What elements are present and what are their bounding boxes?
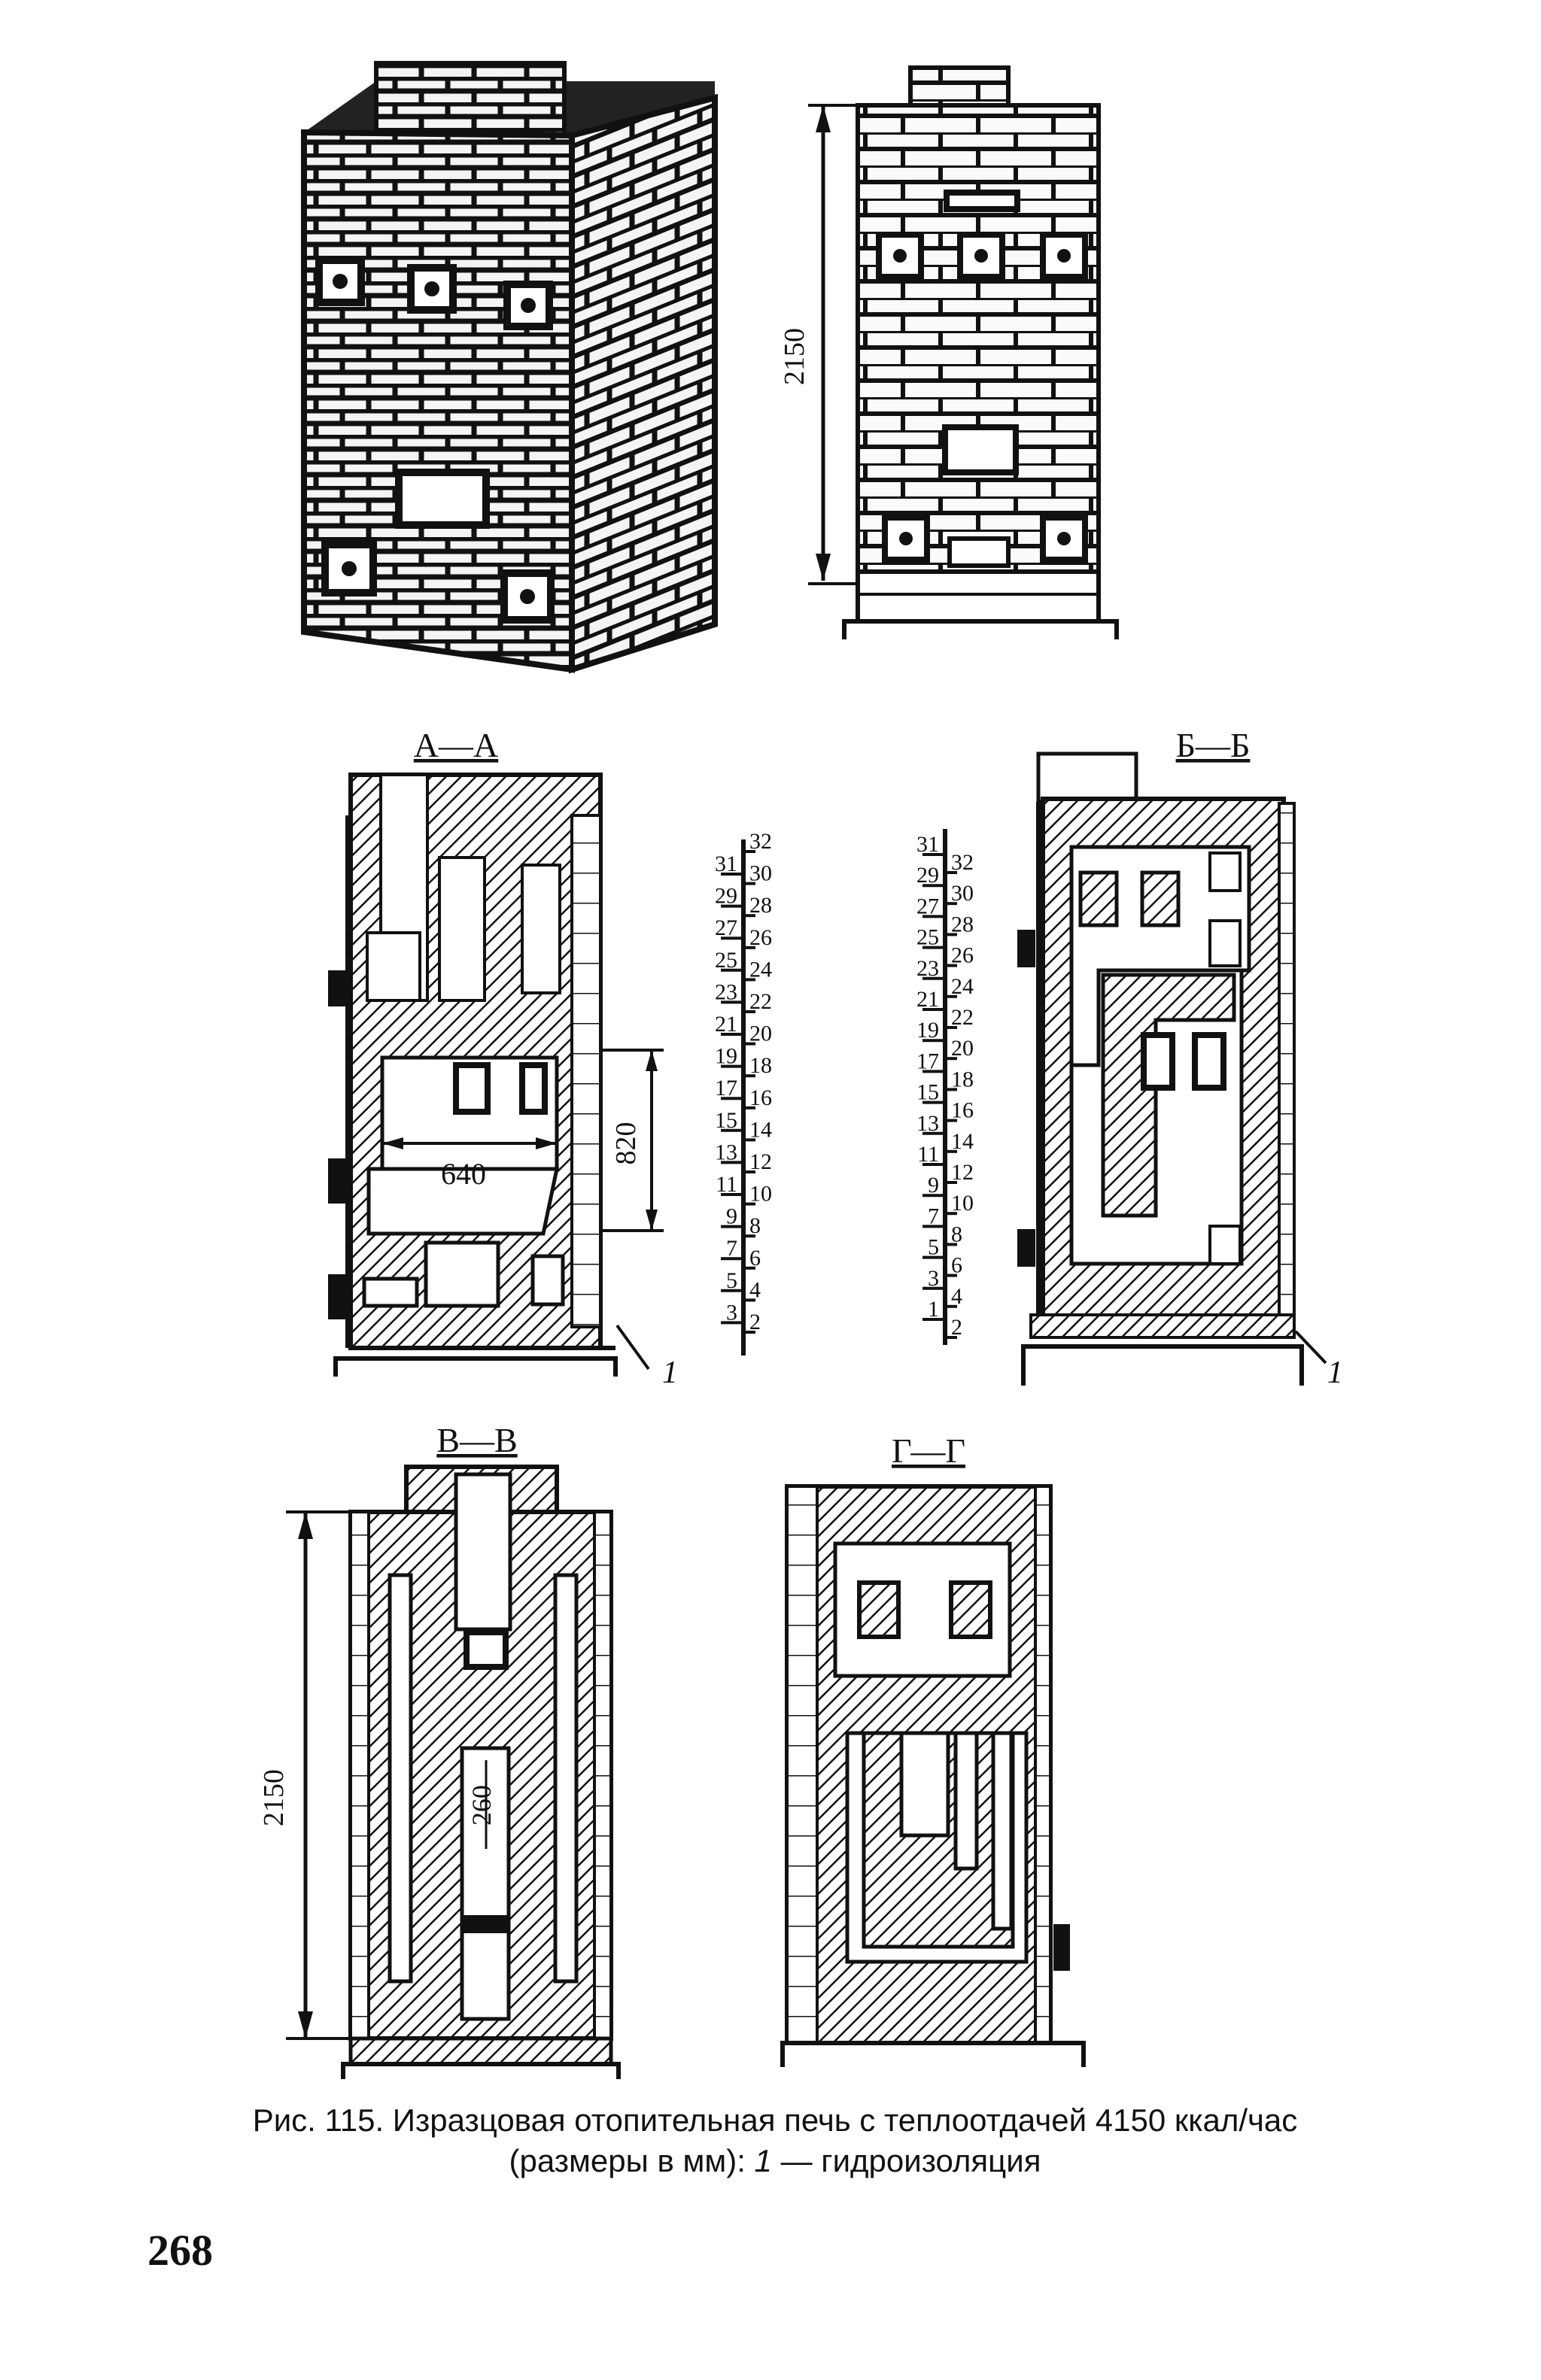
- row-number: 24: [749, 957, 772, 982]
- section-a-label: А—А: [414, 726, 498, 764]
- row-number: 28: [749, 893, 772, 918]
- row-number: 19: [715, 1044, 737, 1069]
- caption-line-1: Рис. 115. Изразцовая отопительная печь с…: [252, 2102, 1298, 2138]
- row-number: 4: [749, 1277, 761, 1302]
- row-number: 18: [951, 1067, 974, 1091]
- row-number: 22: [749, 989, 772, 1014]
- row-number: 32: [749, 829, 772, 854]
- row-number: 23: [916, 956, 939, 981]
- row-number: 32: [951, 850, 974, 875]
- firebox-height-label: 820: [610, 1122, 642, 1165]
- section-v: В—В 260 2150: [258, 1421, 621, 2079]
- row-number: 29: [715, 884, 737, 909]
- row-number: 3: [726, 1300, 737, 1325]
- row-number: 5: [928, 1235, 939, 1260]
- row-number: 9: [726, 1204, 737, 1229]
- section-a: А—А 640: [328, 726, 678, 1390]
- perspective-view: [301, 61, 718, 674]
- row-number: 20: [951, 1036, 974, 1061]
- section-g-label: Г—Г: [892, 1431, 965, 1470]
- front-elevation: 2150: [779, 65, 1119, 639]
- row-number: 16: [749, 1085, 772, 1110]
- firebox-width-label: 640: [441, 1157, 486, 1191]
- vv-height-dimension: 2150: [258, 1510, 351, 2040]
- row-number: 21: [715, 1012, 737, 1037]
- row-number: 16: [951, 1098, 974, 1123]
- front-height-dimension: 2150: [779, 104, 858, 585]
- row-number: 25: [916, 925, 939, 950]
- row-number: 14: [951, 1129, 974, 1154]
- row-number: 18: [749, 1053, 772, 1078]
- section-g: Г—Г: [780, 1431, 1086, 2067]
- waterproofing-callout-b: 1: [1327, 1355, 1343, 1390]
- row-number: 2: [951, 1315, 962, 1340]
- row-number: 10: [749, 1182, 772, 1207]
- caption-line-2-prefix: (размеры в мм):: [509, 2143, 755, 2178]
- row-number: 13: [916, 1111, 939, 1136]
- row-number: 13: [715, 1140, 737, 1164]
- row-number: 14: [749, 1117, 772, 1142]
- row-number: 4: [951, 1284, 962, 1309]
- row-number: 11: [716, 1172, 737, 1197]
- row-number: 31: [715, 852, 737, 876]
- row-number: 5: [726, 1268, 737, 1293]
- row-number: 25: [715, 948, 737, 973]
- page-number: 268: [147, 2226, 213, 2275]
- row-number: 11: [917, 1142, 939, 1167]
- row-number: 23: [715, 979, 737, 1004]
- row-number: 15: [715, 1108, 737, 1133]
- front-door: [876, 232, 1088, 568]
- perspective-door: [315, 257, 555, 624]
- caption-line-2: (размеры в мм): 1 — гидроизоляция: [150, 2141, 1400, 2181]
- row-number: 29: [916, 863, 939, 888]
- row-number: 12: [749, 1149, 772, 1174]
- section-b: Б—Б 1: [1017, 726, 1343, 1390]
- waterproofing-callout-a: 1: [662, 1355, 678, 1390]
- front-height-label: 2150: [779, 328, 810, 385]
- row-number: 26: [951, 943, 974, 968]
- row-number: 7: [928, 1204, 939, 1228]
- row-number: 1: [928, 1297, 939, 1322]
- row-number: 22: [951, 1005, 974, 1030]
- row-number: 8: [951, 1222, 962, 1246]
- row-number: 28: [951, 912, 974, 937]
- firebox-height-dimension: 820: [602, 1049, 664, 1232]
- row-number: 21: [916, 987, 939, 1012]
- channel-height-label: 260: [467, 1785, 497, 1826]
- row-number: 6: [951, 1253, 962, 1278]
- row-number: 30: [951, 881, 974, 906]
- row-number: 17: [715, 1076, 737, 1100]
- row-number: 10: [951, 1191, 974, 1216]
- row-number: 31: [916, 832, 939, 857]
- row-number: 27: [715, 915, 737, 940]
- row-number: 26: [749, 925, 772, 950]
- row-number: 9: [928, 1173, 939, 1198]
- section-v-label: В—В: [436, 1421, 517, 1459]
- row-number: 17: [916, 1049, 939, 1073]
- row-number: 30: [749, 861, 772, 886]
- row-number: 24: [951, 974, 974, 999]
- row-number: 7: [726, 1236, 737, 1261]
- row-number: 8: [749, 1213, 761, 1238]
- row-number: 15: [916, 1080, 939, 1105]
- vv-height-label: 2150: [258, 1769, 290, 1826]
- row-number: 2: [749, 1310, 761, 1334]
- figure-caption: Рис. 115. Изразцовая отопительная печь с…: [150, 2100, 1400, 2181]
- row-number: 19: [916, 1018, 939, 1043]
- row-number: 6: [749, 1246, 761, 1270]
- section-b-label: Б—Б: [1176, 726, 1251, 764]
- row-number: 20: [749, 1022, 772, 1046]
- row-number: 27: [916, 894, 939, 918]
- stove-figure: 2150 А—А 640: [258, 61, 1343, 2079]
- caption-line-2-suffix: — гидроизоляция: [771, 2143, 1041, 2178]
- caption-marker: 1: [754, 2143, 772, 2178]
- row-number: 12: [951, 1160, 974, 1185]
- row-number: 3: [928, 1266, 939, 1291]
